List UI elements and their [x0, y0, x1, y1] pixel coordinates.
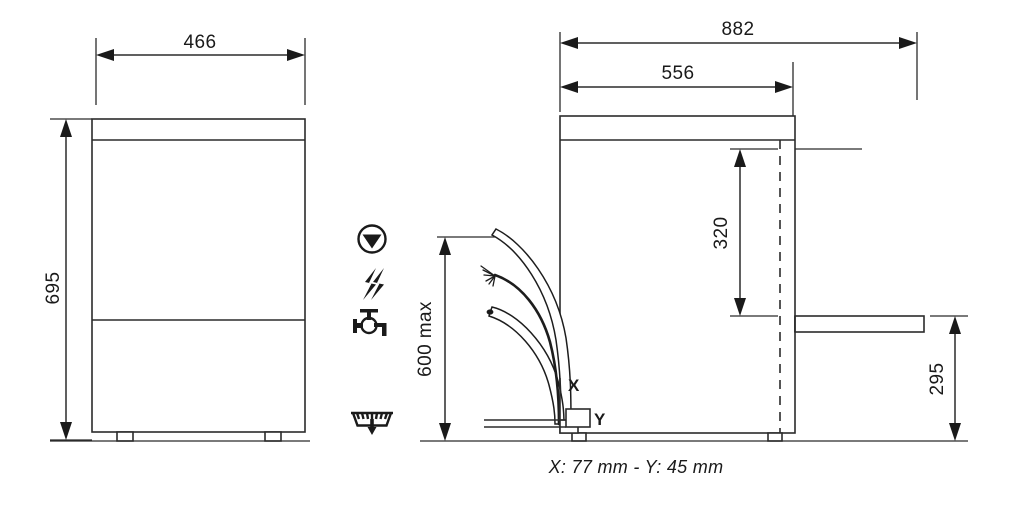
icon-column [351, 224, 393, 435]
side-machine-body [559, 115, 796, 438]
cable-strands [480, 265, 496, 287]
dimension-depth-882: 882 [559, 19, 918, 112]
front-machine-body [91, 118, 306, 433]
dimension-hose-600max: 600 max [415, 236, 496, 442]
dim-label-overall-depth: 882 [722, 19, 755, 40]
side-elevation-view: 882 556 320 [415, 19, 968, 442]
dim-label-height: 695 [43, 272, 64, 305]
caption-text: X: 77 mm - Y: 45 mm [548, 457, 724, 477]
dimension-rack-320: 320 [711, 148, 778, 317]
water-inlet-icon [353, 309, 387, 336]
outfeed-shelf [794, 315, 925, 333]
electrical-icon [363, 268, 384, 300]
front-elevation-view: 466 695 [43, 32, 310, 442]
dimension-shelf-295: 295 [927, 315, 968, 442]
dim-label-width: 466 [184, 32, 217, 53]
dimension-depth-556: 556 [560, 62, 794, 118]
side-feet [455, 432, 930, 442]
drain-pump-icon [357, 224, 387, 254]
connection-box: X Y [484, 376, 606, 434]
front-feet [50, 431, 310, 442]
supply-hoses-group [480, 228, 572, 426]
callout-label-x: X [568, 376, 580, 395]
dim-label-body-depth: 556 [662, 63, 695, 84]
water-drain-icon [351, 411, 393, 435]
dim-label-shelf-height: 295 [927, 363, 948, 396]
callout-label-y: Y [594, 410, 606, 429]
dim-label-hose-height: 600 max [415, 301, 436, 377]
dimension-height-695: 695 [43, 118, 92, 441]
dim-label-rack-height: 320 [711, 217, 732, 250]
dimension-width-466: 466 [95, 32, 306, 105]
